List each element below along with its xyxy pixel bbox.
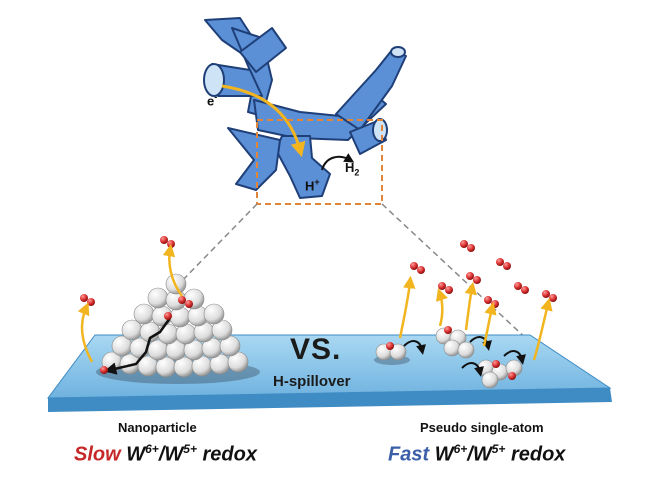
proton-label: H+ [305,177,320,193]
hydrogen-atoms [100,312,516,380]
electron-symbol: e [207,93,215,109]
w5-charge: 5+ [183,442,197,456]
h2-evolution-arrow [321,153,355,171]
fast-label: Fast [388,443,430,466]
redox-word: redox [202,443,257,466]
single-atom-sites [374,327,523,389]
single-atom-redox-caption: Fast W6+/W5+ redox [388,442,565,467]
w6-symbol: W [126,443,146,466]
h2-release-arrows [77,243,553,363]
proton-charge: + [314,177,320,187]
electron-label: e- [207,92,217,108]
electron-transport-arrow [221,84,306,158]
vs-label: VS. [290,333,342,366]
electron-charge: - [214,92,218,102]
nanoparticle-cluster [96,273,260,384]
nanoparticle-title: Nanoparticle [118,420,197,435]
w6-symbol: W [434,443,454,466]
w6-charge: 6+ [453,442,468,456]
h2-molecules [80,236,557,308]
slow-label: Slow [74,443,121,466]
zoom-box [256,119,383,205]
w5-symbol: W [164,443,184,466]
redox-slash: / [158,443,165,466]
single-atom-title: Pseudo single-atom [420,420,544,435]
w5-symbol: W [472,443,492,466]
redox-slash: / [467,443,473,466]
w6-charge: 6+ [145,442,159,456]
hydrogen-symbol: H [345,160,355,175]
redox-word: redox [510,443,566,466]
nanoparticle-migration-path [103,317,172,375]
w5-charge: 5+ [491,442,506,456]
h-spillover-label: H-spillover [273,373,351,390]
carbon-nanotube-network [204,17,407,199]
hydrogen-gas-label: H2 [345,160,359,178]
spillover-arrows [403,336,526,377]
proton-symbol: H [305,178,315,194]
hydrogen-subscript: 2 [354,167,360,178]
nanoparticle-redox-caption: Slow W6+/W5+ redox [74,442,257,467]
